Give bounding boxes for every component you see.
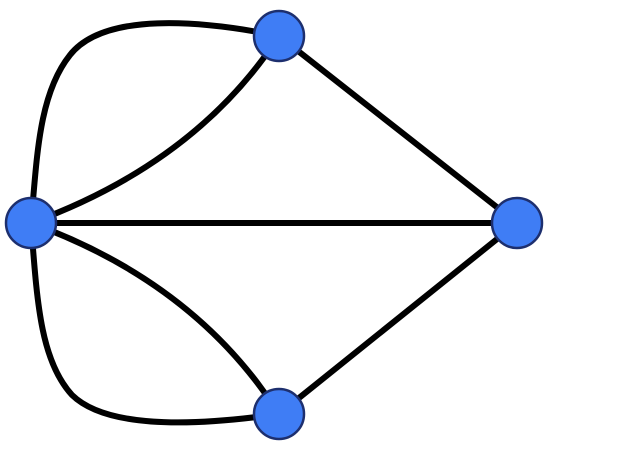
node-bottom [252,387,306,441]
node-top [252,9,306,63]
edge-bottom-right [276,220,520,417]
edge-top-right [276,33,520,226]
edge-left-bottom-outer [28,220,282,426]
node-right [490,196,544,250]
edge-left-top-outer [28,20,282,226]
edge-left-top-inner [28,33,282,226]
nodes-layer [4,9,544,441]
edge-left-bottom-inner [28,220,282,417]
edges-layer [28,20,520,426]
node-left [4,196,58,250]
